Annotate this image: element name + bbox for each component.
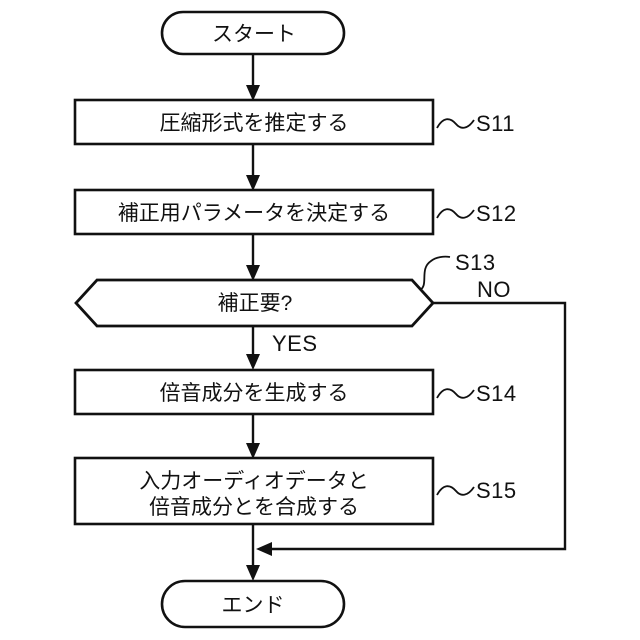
arrowhead-into-s15 xyxy=(246,443,260,459)
end-label: エンド xyxy=(222,594,285,617)
step-id-s11: S11 xyxy=(476,111,515,136)
arrowhead-into-s14 xyxy=(246,354,260,370)
process-label-s14: 倍音成分を生成する xyxy=(160,382,349,405)
process-label-s15-line1: 入力オーディオデータと xyxy=(139,470,369,493)
step-id-s14: S14 xyxy=(476,381,517,406)
leader-s15 xyxy=(436,485,475,496)
process-label-s12: 補正用パラメータを決定する xyxy=(118,202,390,225)
connector-no-branch xyxy=(272,301,567,551)
step-id-s13: S13 xyxy=(455,250,496,275)
arrowhead-into-s12 xyxy=(246,175,260,191)
process-box-s15 xyxy=(73,456,435,526)
arrowhead-into-s11 xyxy=(246,85,260,101)
leader-s11 xyxy=(436,118,475,129)
leader-s13 xyxy=(419,255,451,291)
process-label-s15-line2: 倍音成分とを合成する xyxy=(149,496,359,519)
process-box-s14 xyxy=(73,368,435,416)
process-box-s11 xyxy=(73,98,435,146)
leader-s12 xyxy=(436,208,475,219)
step-id-s12: S12 xyxy=(476,201,517,226)
no-branch-label: NO xyxy=(477,277,511,302)
leader-s14 xyxy=(436,388,475,399)
start-label: スタート xyxy=(212,23,296,46)
step-id-s15: S15 xyxy=(476,478,517,503)
process-label-s11: 圧縮形式を推定する xyxy=(160,112,349,135)
decision-hexagon-s13 xyxy=(74,278,435,328)
yes-branch-label: YES xyxy=(272,331,318,356)
arrowhead-into-end xyxy=(246,565,260,581)
arrowhead-no-junction xyxy=(256,542,272,556)
arrowhead-into-s13 xyxy=(246,265,260,281)
start-terminal xyxy=(160,10,346,56)
end-terminal xyxy=(160,579,346,629)
decision-label-s13: 補正要? xyxy=(218,292,293,315)
process-box-s12 xyxy=(73,188,435,236)
